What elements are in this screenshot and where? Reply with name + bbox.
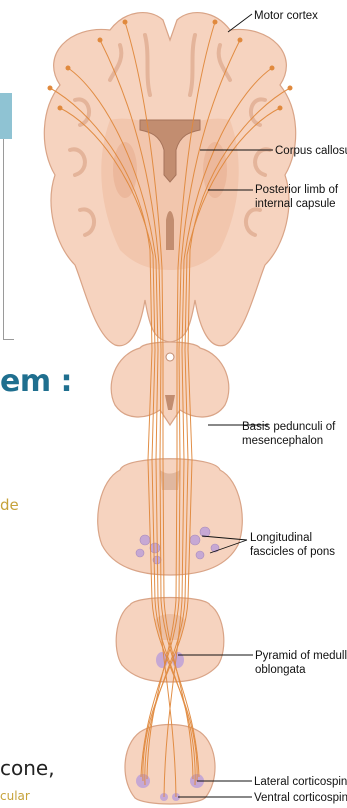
cerebral-aqueduct [166,353,174,361]
label-longitudinal-2: fascicles of pons [250,546,335,558]
label-ventral-tract: Ventral corticospinal trac [254,792,347,804]
label-pyramid-2: oblongata [255,664,306,676]
label-lateral-tract: Lateral corticospinal trac [254,776,347,788]
midbrain-section [111,342,229,425]
pons-section [98,459,243,575]
spinal-cord-section [125,725,215,805]
label-motor-cortex: Motor cortex [254,10,318,22]
brain-coronal-section [44,13,295,346]
label-basis-pedunculi-1: Basis pedunculi of [242,421,336,433]
label-posterior-limb-1: Posterior limb of [255,184,339,196]
label-basis-pedunculi-2: mesencephalon [242,435,323,447]
label-posterior-limb-2: internal capsule [255,198,336,210]
third-ventricle [166,211,174,250]
label-longitudinal-1: Longitudinal [250,532,312,544]
label-corpus-callosum: Corpus callosum [275,145,347,157]
label-pyramid-1: Pyramid of medulla [255,650,347,662]
spinal-cord-outline [125,725,215,805]
